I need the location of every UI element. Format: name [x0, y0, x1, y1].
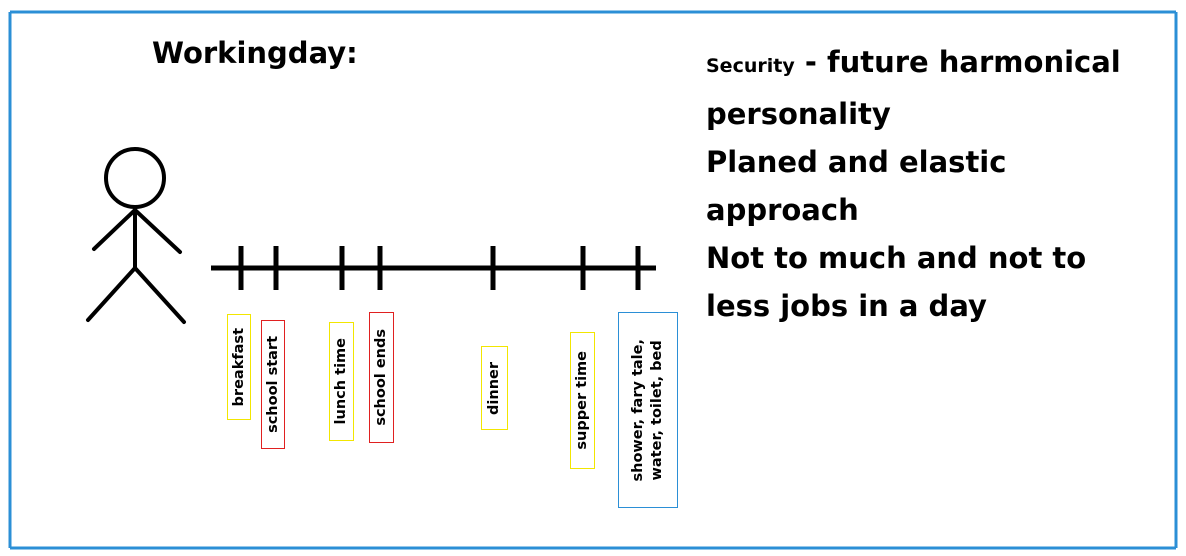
label-bedtime-line2: water, toilet, bed	[649, 339, 665, 481]
label-lunch-time: lunch time	[329, 322, 354, 441]
label-supper-time: supper time	[570, 332, 595, 469]
figure-left-arm	[92, 208, 137, 251]
note-security-rest: - future harmonical personality	[706, 45, 1121, 131]
figure-left-leg	[86, 266, 137, 322]
label-supper-time-text: supper time	[574, 351, 590, 450]
note-planned-approach: Planed and elastic approach	[706, 145, 1007, 227]
figure-head	[104, 147, 166, 209]
figure-right-leg	[133, 266, 186, 324]
notes-block: Security - future harmonical personality…	[706, 38, 1146, 330]
note-jobs-per-day: Not to much and not to less jobs in a da…	[706, 241, 1087, 323]
diagram-title: Workingday:	[152, 36, 358, 70]
label-dinner-text: dinner	[486, 361, 502, 415]
note-security: Security - future harmonical personality	[706, 38, 1146, 138]
label-school-ends: school ends	[369, 312, 394, 443]
label-dinner: dinner	[481, 346, 508, 430]
label-breakfast-text: breakfast	[230, 327, 247, 407]
label-school-start-text: school start	[264, 336, 281, 433]
timeline	[211, 246, 656, 290]
label-bedtime-text: shower, fary tale,water, toilet, bed	[629, 339, 667, 482]
stick-figure	[86, 147, 186, 324]
figure-right-arm	[133, 208, 182, 254]
label-breakfast: breakfast	[227, 314, 251, 420]
label-school-start: school start	[261, 320, 285, 449]
label-lunch-time-text: lunch time	[333, 338, 349, 425]
note-security-lead: Security	[706, 55, 795, 77]
label-bedtime-line1: shower, fary tale,	[630, 338, 646, 482]
label-school-ends-text: school ends	[373, 329, 389, 426]
label-bedtime: shower, fary tale,water, toilet, bed	[618, 312, 678, 508]
